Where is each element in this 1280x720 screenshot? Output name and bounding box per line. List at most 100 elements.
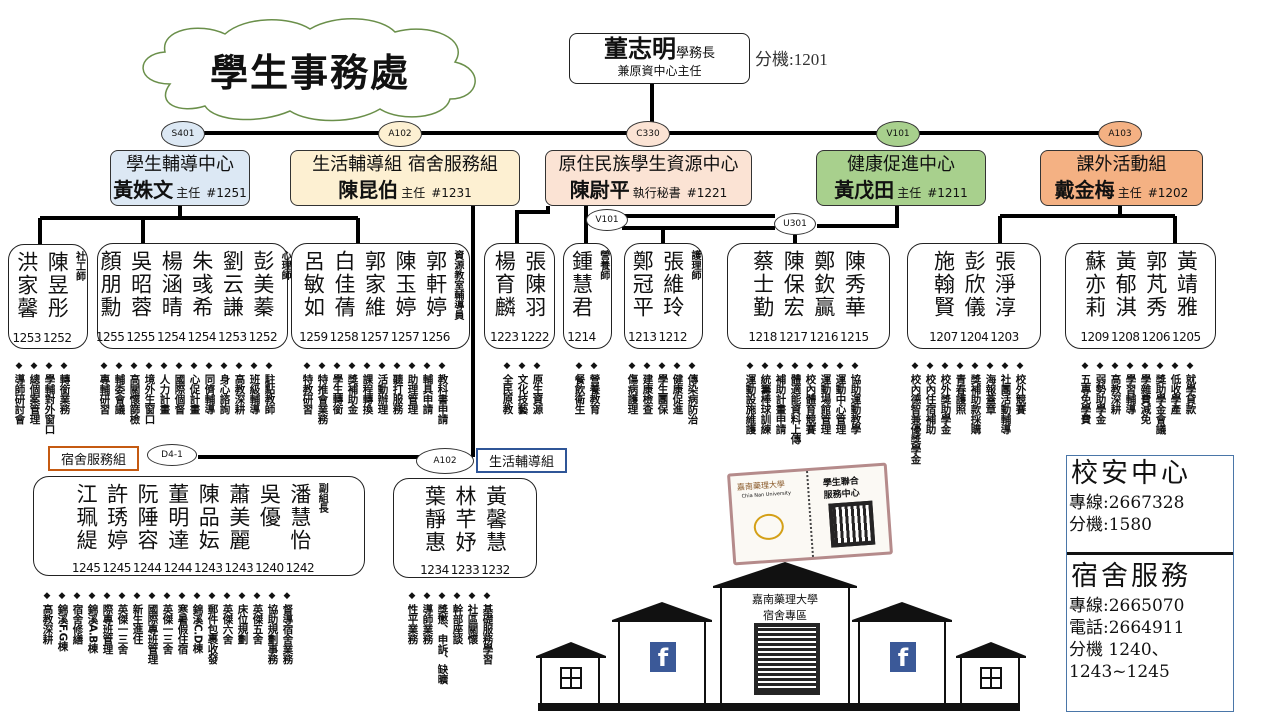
dept-extension: #1202 [1147,186,1189,200]
duty-text: 獎懲、申訴、缺曠 [436,604,449,684]
duty-item: ◆ 國際個督 [172,360,186,424]
duty-item: ◆運動場館管理 [818,360,832,444]
duty-item: ◆校內住宿補助 [923,360,937,464]
staff-extension: 1204 [959,330,989,344]
staff-name: 張淨淳 [992,250,1017,319]
duty-text: 高教深耕 [233,374,246,414]
staff-extension: 1222 [520,330,550,344]
bullet-diamond-icon: ◆ [438,591,446,601]
dept-head-line: 陳昆伯主任#1231 [291,177,519,206]
duty-text: 錦溪C.D棟 [191,604,204,653]
duty-text: 獎助學金會議 [1154,374,1167,434]
duty-item: ◆ 獎懲、申訴、缺曠 [435,590,449,684]
duty-item: ◆錦溪C.D棟 [190,590,204,664]
duty-text: 社區關懷 [466,604,479,644]
bullet-diamond-icon: ◆ [1141,361,1149,371]
duty-item: ◆課程轉換 [360,360,374,424]
staff-name: 葉靜惠 [422,485,447,554]
staff-name: 張陳羽 [522,250,547,319]
staff-name: 白佳蒨 [331,250,356,319]
duty-item: ◆傷病護理 [625,360,639,424]
house-center-qr[interactable]: 嘉南藥理大學 宿舍專區 [720,585,850,705]
bullet-diamond-icon: ◆ [518,361,526,371]
safety-center-line: 專線:2667328 [1069,493,1185,513]
bullet-diamond-icon: ◆ [791,361,799,371]
student-union-qr-notebook[interactable]: 嘉南藥理大學 Chia Nan University 學生聯合 服務中心 [726,462,894,566]
bullet-diamond-icon: ◆ [303,361,311,371]
duty-item: ◆海報蓋章 [983,360,997,464]
staff-title: 資源教室輔導員 [451,250,463,320]
staff-name: 吳昭蓉 [128,250,153,319]
duty-text: 英傑六舍 [221,604,234,644]
bullet-diamond-icon: ◆ [235,361,243,371]
duty-text: 國際個督 [173,374,186,414]
staff-extension: 1255 [126,330,155,344]
dept-life-guidance: 生活輔導組 宿舍服務組陳昆伯主任#1231 [290,150,520,206]
dept-extension: #1221 [686,186,728,200]
qr-code-icon[interactable] [754,623,820,695]
staff-extension: 1212 [658,330,688,344]
duty-item: ◆高關懷篩檢 [127,360,141,424]
staff-name: 呂敏如 [301,250,326,319]
duty-text: 餐飲衛生 [573,374,586,414]
duty-item: ◆校外獎助學金 [938,360,952,464]
room-badge-c330: C330 [626,121,670,147]
room-badge-d4-1: D4-1 [147,444,197,466]
duty-item: ◆高教深耕 [40,590,54,664]
qr-code-icon[interactable] [828,500,876,548]
duty-text: 輔具申請 [421,374,434,414]
staff-title: 副組長 [316,483,328,513]
staff-name: 林芊妤 [452,485,477,554]
facebook-icon[interactable]: f [650,642,676,672]
duty-text: 英傑一三舍 [116,604,129,654]
staff-extension: 1243 [194,561,223,575]
staff-name: 陳玉婷 [393,250,418,319]
staff-name: 陳保宏 [781,250,806,319]
staff-name: 阮陲容 [135,483,160,552]
duty-item: ◆寒暑假住宿 [175,590,189,664]
house-small-left [540,655,600,705]
dept-student-counseling: 學生輔導中心黃姝文主任#1251 [110,150,250,206]
divider [1067,552,1233,555]
bullet-diamond-icon: ◆ [590,361,598,371]
duties-extracurricular-2: ◆五專免學費◆弱勢助學金◆高教深耕◆學習輔導◆學雜費減免◆獎助學金會議◆低收學產… [1078,360,1197,434]
bullet-diamond-icon: ◆ [163,591,171,601]
duties-nurse: ◆傷病護理◆建康檢查◆學生團保◆健康促進◆傳染病防治 [625,360,699,424]
duty-item: ◆運動中心管理 [833,360,847,444]
bullet-diamond-icon: ◆ [175,361,183,371]
staff-extension: 1252 [43,331,72,345]
duty-text: 國際專班管理 [146,604,159,664]
bullet-diamond-icon: ◆ [408,361,416,371]
room-badge-a102: A102 [378,121,422,147]
duty-item: ◆導師研討會 [12,360,26,434]
staff-extension: 1252 [248,330,278,344]
facebook-icon[interactable]: f [890,642,916,672]
staff-name: 陳秀華 [842,250,867,319]
bullet-diamond-icon: ◆ [658,361,666,371]
duty-item: ◆活動辦理 [375,360,389,424]
duties-dorm: ◆高教深耕◆錦溪F.G棟◆宿舍修繕◆錦溪A.B棟◆際專班管理◆英傑一三舍◆新生進… [40,590,294,664]
bullet-diamond-icon: ◆ [986,361,994,371]
bullet-diamond-icon: ◆ [926,361,934,371]
duty-item: ◆校內體育競賽 [803,360,817,444]
duty-text: 校外競賽 [1014,374,1027,414]
bullet-diamond-icon: ◆ [15,361,23,371]
staff-name: 楊涵晴 [159,250,184,319]
duty-text: 幹部座談 [451,604,464,644]
dept-head-name: 戴金梅 [1054,178,1115,202]
staff-name: 張維玲 [660,250,685,319]
dept-head-name: 黃姝文 [113,178,174,202]
roof-icon [956,642,1026,658]
window-icon [980,667,1002,689]
